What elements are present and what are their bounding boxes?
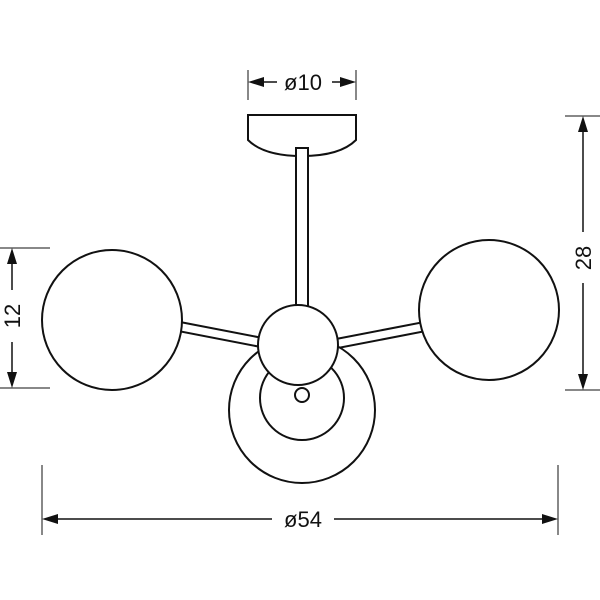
central-hub xyxy=(257,304,339,386)
lamp-body xyxy=(41,114,560,484)
dimension-total-diameter: ø54 xyxy=(41,465,559,535)
left-globe xyxy=(41,249,183,391)
arrowhead xyxy=(42,514,58,524)
arrowhead xyxy=(7,372,17,388)
total-height-label: 28 xyxy=(571,246,596,270)
dimension-globe-height: 12 xyxy=(0,247,50,389)
right-globe xyxy=(418,239,560,381)
left-arm xyxy=(176,320,270,350)
arrowhead xyxy=(578,116,588,132)
arrowhead xyxy=(578,374,588,390)
arrowhead xyxy=(7,248,17,264)
right-arm xyxy=(334,320,428,350)
stem xyxy=(295,147,309,309)
total-diameter-label: ø54 xyxy=(284,507,322,532)
globe-height-label: 12 xyxy=(0,304,25,328)
dimension-total-height: 28 xyxy=(565,115,600,391)
mount-knob xyxy=(294,387,310,403)
canopy-diameter-label: ø10 xyxy=(284,70,322,95)
arrowhead xyxy=(542,514,558,524)
arrowhead xyxy=(248,77,264,87)
dimension-canopy-diameter: ø10 xyxy=(247,70,357,100)
arrowhead xyxy=(340,77,356,87)
